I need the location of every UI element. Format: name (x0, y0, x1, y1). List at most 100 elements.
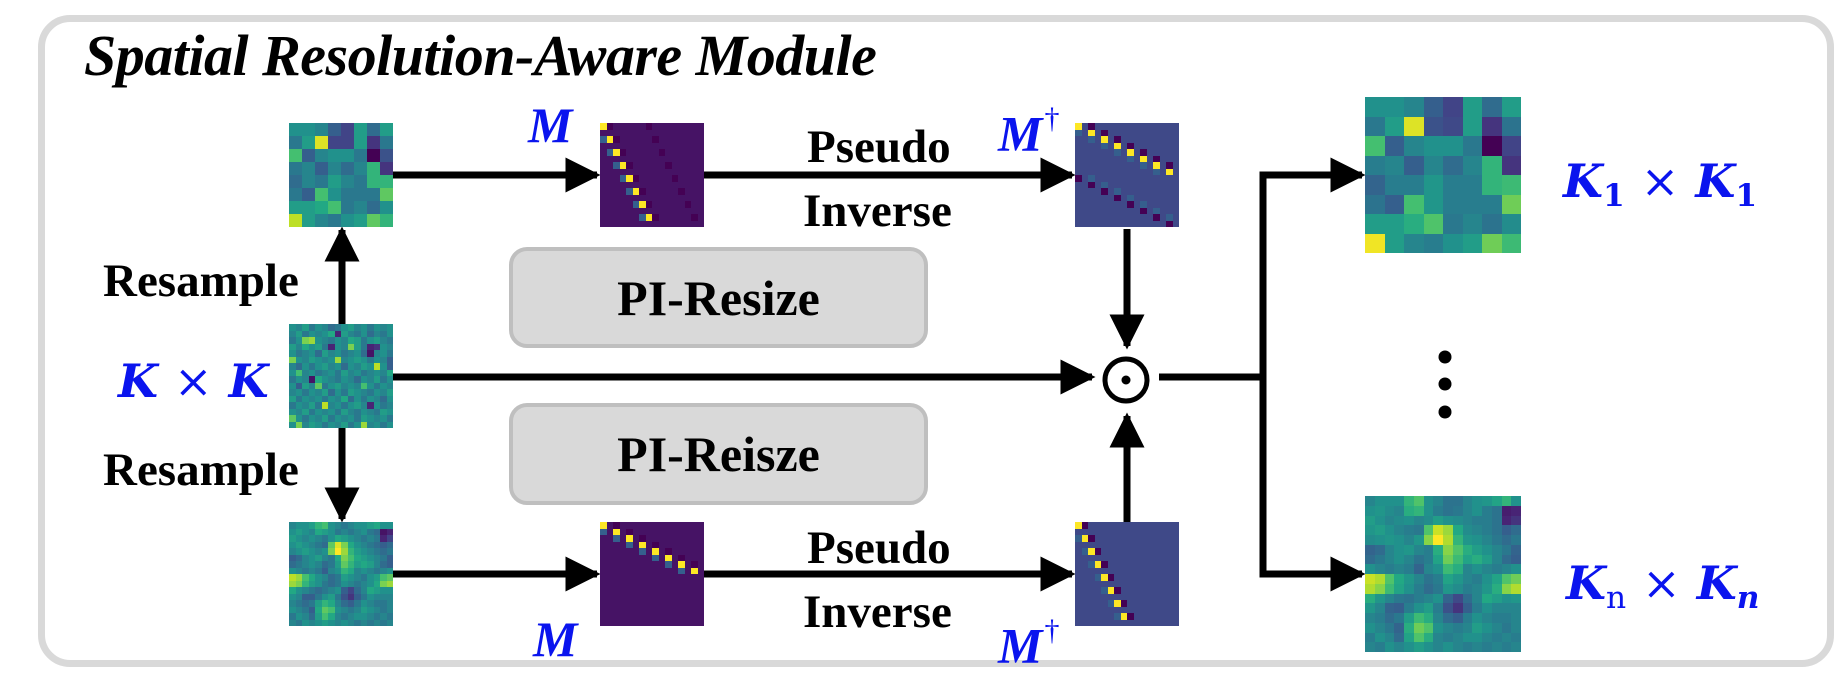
heatmap-cell (684, 214, 691, 221)
heatmap-cell (354, 613, 361, 620)
heatmap-cell (1172, 220, 1179, 227)
heatmap-cell (302, 188, 315, 201)
heatmap-cell (295, 580, 302, 587)
heatmap-cell (1101, 619, 1108, 626)
heatmap-cell (354, 408, 361, 415)
heatmap-cell (295, 324, 302, 331)
heatmap-cell (632, 129, 639, 136)
mdag-label-bottom: M† (998, 616, 1059, 671)
heatmap-cell (1394, 632, 1404, 643)
heatmap-cell (360, 619, 367, 626)
heatmap-cell (671, 522, 678, 529)
heatmap-cell (1443, 194, 1463, 214)
heatmap-cell (645, 613, 652, 620)
heatmap-cell (1081, 201, 1088, 208)
heatmap-cell (658, 123, 665, 130)
heatmap-cell (1127, 567, 1134, 574)
heatmap-cell (1081, 535, 1088, 542)
heatmap-cell (639, 541, 646, 548)
heatmap-cell (1081, 574, 1088, 581)
heatmap-cell (632, 123, 639, 130)
matrix-m-bottom (600, 522, 704, 626)
heatmap-cell (626, 194, 633, 201)
heatmap-cell (289, 535, 296, 542)
heatmap-cell (328, 369, 335, 376)
heatmap-cell (380, 593, 387, 600)
heatmap-cell (626, 220, 633, 227)
heatmap-cell (1365, 505, 1375, 516)
heatmap-cell (1127, 600, 1134, 607)
heatmap-cell (678, 613, 685, 620)
heatmap-cell (1443, 515, 1453, 526)
heatmap-cell (626, 149, 633, 156)
heatmap-cell (328, 402, 335, 409)
heatmap-cell (386, 356, 393, 363)
heatmap-cell (1114, 535, 1121, 542)
heatmap-cell (1120, 194, 1127, 201)
heatmap-cell (386, 574, 393, 581)
heatmap-cell (354, 350, 361, 357)
heatmap-cell (658, 587, 665, 594)
heatmap-cell (639, 129, 646, 136)
heatmap-resampled-bottom (289, 522, 393, 626)
heatmap-cell (665, 220, 672, 227)
heatmap-cell (1404, 574, 1414, 584)
heatmap-cell (1491, 574, 1502, 584)
heatmap-cell (1472, 544, 1482, 555)
heatmap-cell (1501, 505, 1512, 516)
heatmap-cell (645, 535, 652, 542)
heatmap-cell (1462, 525, 1473, 535)
heatmap-cell (1107, 613, 1114, 620)
heatmap-cell (671, 580, 678, 587)
heatmap-cell (1166, 136, 1173, 143)
heatmap-cell (1394, 505, 1404, 516)
heatmap-cell (658, 188, 665, 195)
heatmap-cell (373, 389, 380, 396)
heatmap-cell (671, 535, 678, 542)
heatmap-cell (1452, 496, 1463, 506)
heatmap-cell (1172, 548, 1179, 555)
heatmap-cell (1433, 574, 1443, 584)
heatmap-cell (1120, 522, 1127, 529)
heatmap-cell (328, 350, 335, 357)
heatmap-cell (1088, 528, 1095, 535)
heatmap-cell (308, 593, 315, 600)
heatmap-cell (678, 162, 685, 169)
heatmap-cell (315, 382, 322, 389)
heatmap-cell (360, 356, 367, 363)
heatmap-cell (691, 142, 698, 149)
heatmap-cell (367, 421, 374, 428)
heatmap-cell (1146, 207, 1153, 214)
heatmap-cell (1107, 548, 1114, 555)
heatmap-cell (360, 376, 367, 383)
heatmap-cell (1140, 561, 1147, 568)
heatmap-cell (1153, 561, 1160, 568)
heatmap-cell (315, 149, 328, 162)
heatmap-cell (1094, 214, 1101, 221)
heatmap-cell (1120, 541, 1127, 548)
heatmap-cell (1127, 619, 1134, 626)
heatmap-cell (380, 350, 387, 357)
heatmap-cell (645, 220, 652, 227)
heatmap-cell (380, 214, 393, 227)
heatmap-cell (1081, 188, 1088, 195)
heatmap-cell (321, 350, 328, 357)
heatmap-cell (619, 593, 626, 600)
heatmap-cell (1404, 496, 1414, 506)
heatmap-cell (1088, 619, 1095, 626)
heatmap-cell (308, 363, 315, 370)
heatmap-cell (1101, 188, 1108, 195)
heatmap-cell (1088, 181, 1095, 188)
heatmap-cell (1140, 123, 1147, 130)
heatmap-cell (1133, 561, 1140, 568)
heatmap-cell (1404, 116, 1424, 136)
heatmap-cell (619, 162, 626, 169)
heatmap-cell (1172, 188, 1179, 195)
heatmap-cell (600, 129, 607, 136)
heatmap-cell (308, 415, 315, 422)
heatmap-cell (295, 613, 302, 620)
heatmap-cell (1153, 155, 1160, 162)
heatmap-cell (315, 330, 322, 337)
heatmap-cell (1365, 136, 1385, 156)
